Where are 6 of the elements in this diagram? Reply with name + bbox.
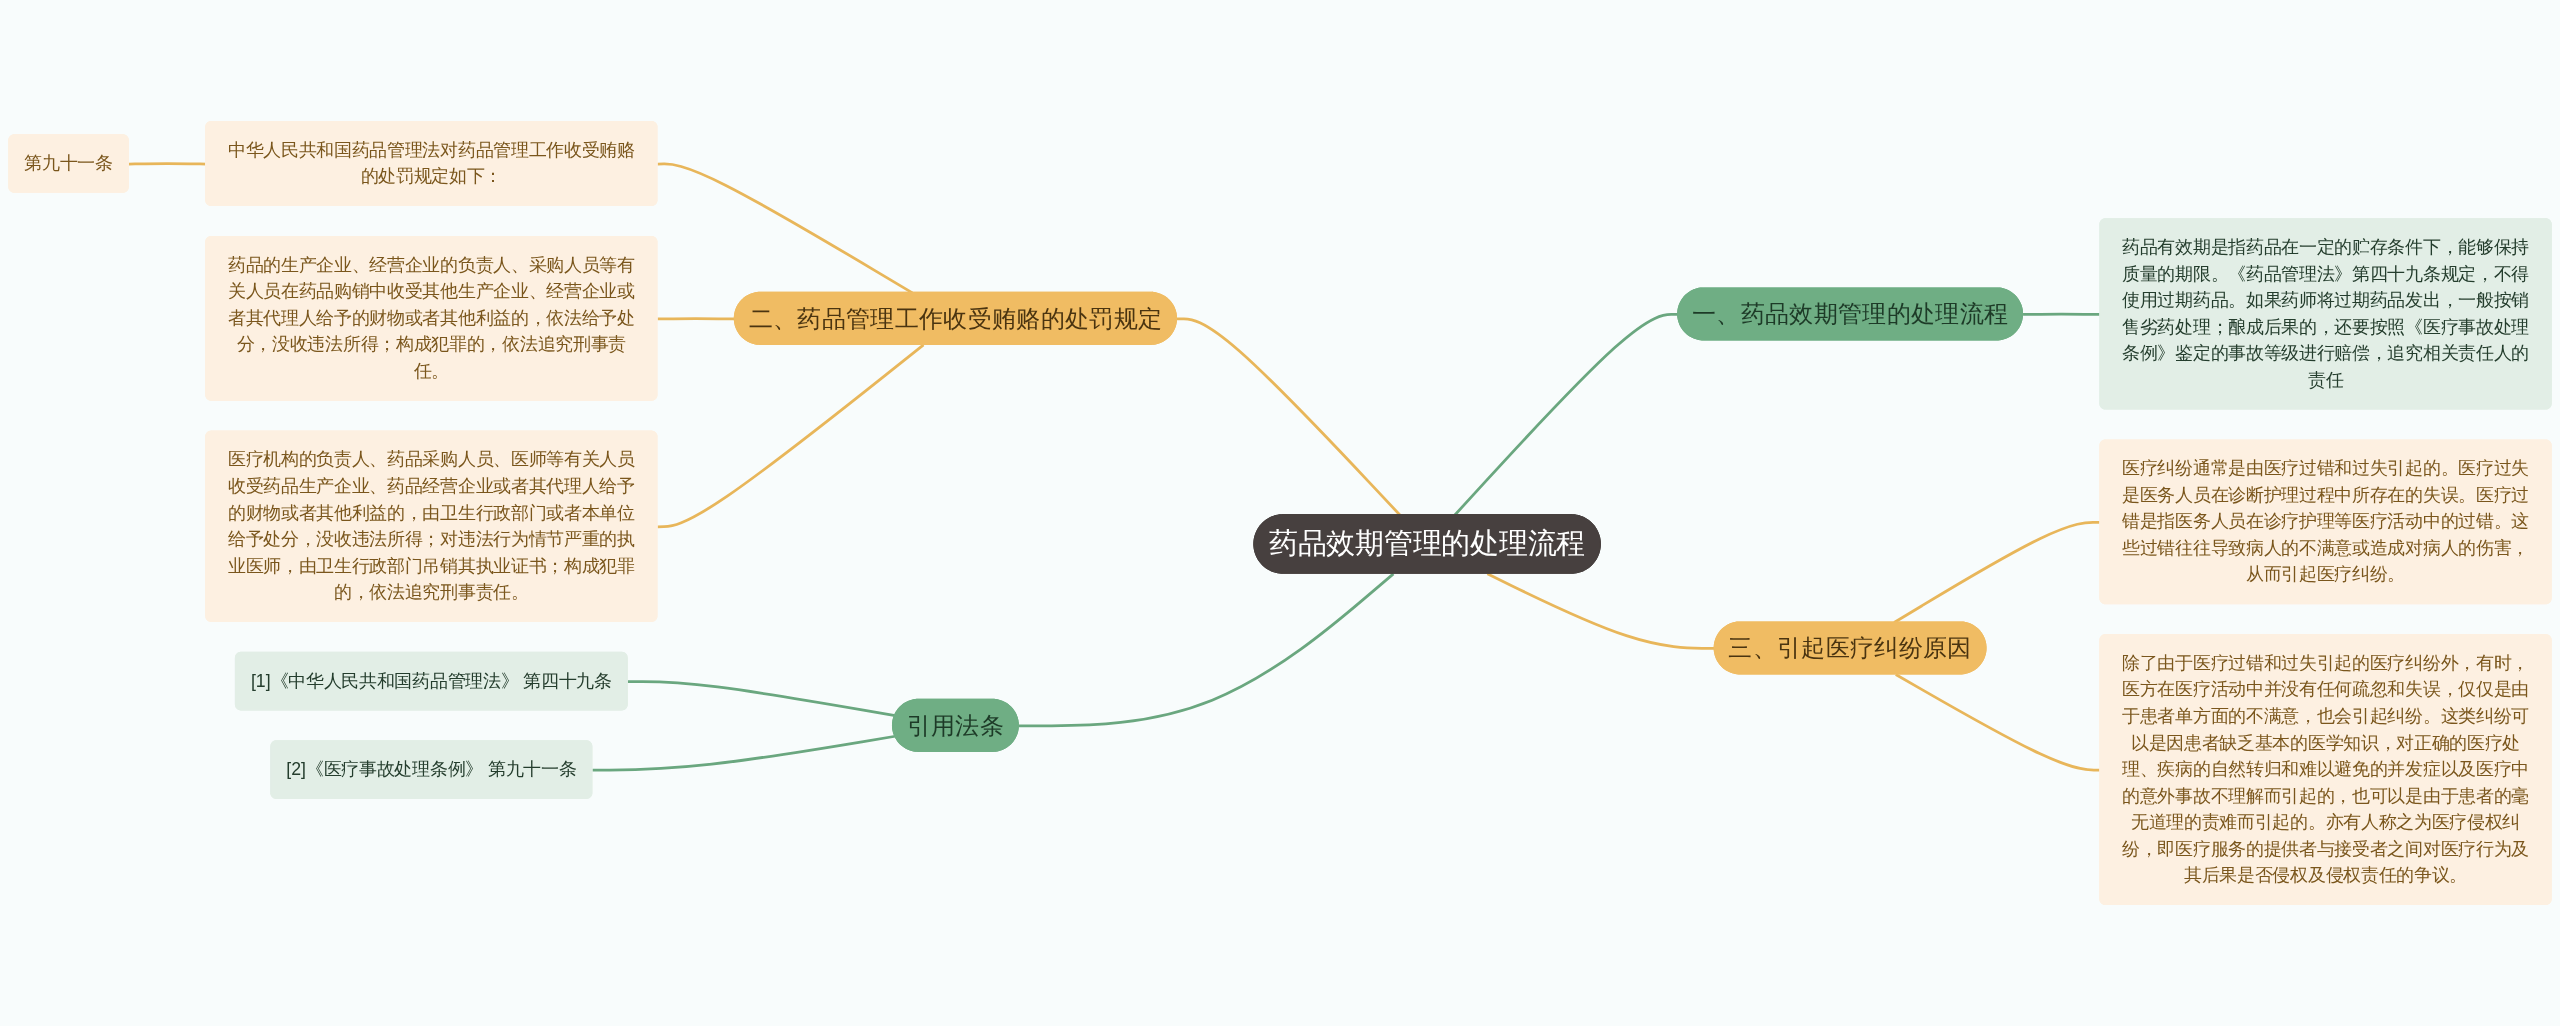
connector xyxy=(1018,572,1395,728)
connector xyxy=(657,317,735,321)
connector xyxy=(592,734,896,772)
connector xyxy=(657,343,925,529)
connector xyxy=(1486,572,1715,650)
connector xyxy=(627,680,896,717)
